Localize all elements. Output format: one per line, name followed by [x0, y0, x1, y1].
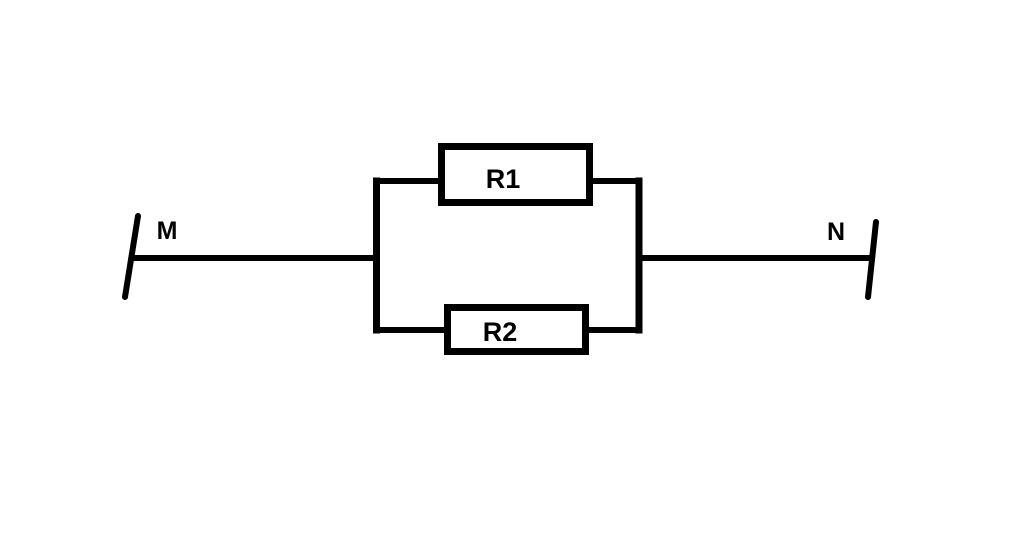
terminal-n-label: N [827, 218, 845, 246]
resistor-r2-label: R2 [483, 317, 518, 347]
resistor-r1-label: R1 [486, 164, 521, 194]
resistor-r2-box [444, 304, 589, 355]
resistor-r1-box [438, 143, 593, 206]
terminal-m-label: M [157, 217, 178, 245]
terminal-n-mark [865, 219, 879, 300]
